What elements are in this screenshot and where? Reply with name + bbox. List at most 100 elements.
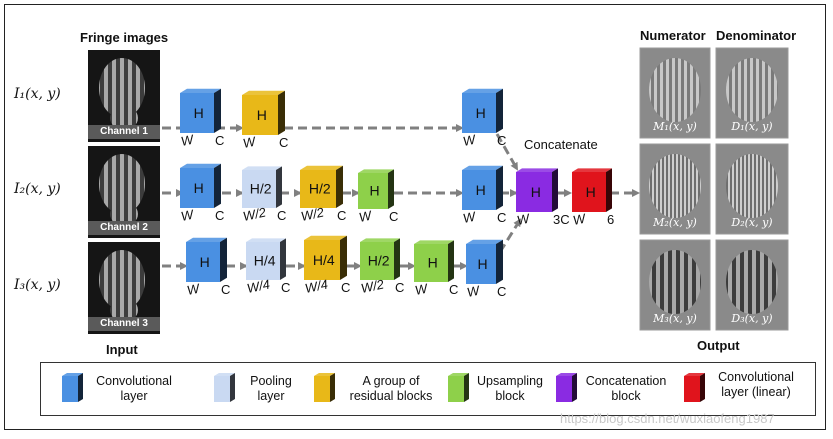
- block-r2-pool-top: [242, 166, 282, 170]
- block-channel-label: C: [215, 208, 224, 223]
- legend-swatch-upsample-side: [464, 373, 469, 402]
- legend-line: Upsampling: [476, 374, 543, 388]
- block-channel-label: 3C: [553, 212, 570, 227]
- legend-line: block: [611, 389, 641, 403]
- block-concat-top: [516, 168, 558, 172]
- block-r2-up-side: [388, 169, 394, 209]
- block-concat: HW 3C: [516, 168, 570, 228]
- block-r3-up1-top: [360, 238, 400, 242]
- block-width-label: W: [186, 280, 203, 298]
- legend-swatch-residual-front: [314, 376, 330, 402]
- block-r1-conv2-top: [462, 88, 503, 93]
- block-width-label: W: [180, 131, 197, 149]
- legend-line: Pooling: [250, 374, 292, 388]
- numerator-label-3: M₃(x, y): [653, 312, 697, 325]
- numerator-label-2: M₂(x, y): [653, 216, 697, 229]
- block-r2-conv1-front: [180, 168, 214, 208]
- block-r3-conv2-top: [466, 239, 503, 244]
- legend-swatch-residual: [314, 373, 335, 402]
- legend-swatch-conv_linear: [684, 373, 705, 402]
- block-concat-front: [516, 172, 552, 212]
- block-channel-label: C: [395, 280, 404, 295]
- block-r2-res-side: [336, 165, 343, 208]
- block-face-label: H: [531, 184, 541, 200]
- legend-residual-text: A group of residual blocks: [336, 374, 446, 404]
- legend-line: Concatenation: [585, 374, 667, 388]
- legend-swatch-pool-side: [230, 373, 235, 402]
- block-r1-res-side: [278, 90, 285, 135]
- block-width-label: W/4: [304, 276, 330, 295]
- denominator-label-2: D₂(x, y): [731, 216, 773, 229]
- legend-swatch-conv-top: [62, 373, 83, 376]
- block-face-label: H/4: [313, 252, 335, 268]
- block-face-label: H: [194, 105, 204, 121]
- block-r3-conv1-top: [186, 237, 227, 242]
- denominator-heading: Denominator: [716, 28, 797, 43]
- legend-swatch-conv: [62, 373, 83, 402]
- block-channel-label: C: [497, 284, 506, 299]
- block-r1-conv2-front: [462, 93, 496, 133]
- legend-swatch-pool-front: [214, 376, 230, 402]
- legend-swatch-upsample-top: [448, 373, 469, 376]
- legend-layer: [62, 373, 705, 402]
- block-channel-label: C: [279, 135, 288, 150]
- block-face-label: H/2: [309, 181, 331, 197]
- block-width-label: W: [242, 133, 259, 151]
- input-var-3: I₃(x, y): [14, 277, 61, 293]
- block-r3-res-front: [304, 240, 340, 280]
- legend-swatch-residual-side: [330, 373, 335, 402]
- block-width-label: W/2: [300, 204, 326, 224]
- block-r3-up2-front: [414, 244, 448, 282]
- block-width-label: W: [414, 280, 431, 298]
- block-face-label: H/2: [368, 253, 390, 269]
- block-channel-label: C: [337, 208, 346, 223]
- block-width-label: W: [180, 206, 197, 224]
- block-r3-conv1-side: [220, 237, 227, 282]
- block-r2-pool-front: [242, 170, 276, 208]
- block-r3-conv2-side: [496, 239, 503, 284]
- block-r3-conv2-front: [466, 244, 496, 284]
- legend-swatch-residual-top: [314, 373, 335, 376]
- block-r3-conv1-front: [186, 242, 220, 282]
- block-r2-conv2-side: [496, 165, 503, 210]
- watermark: https://blog.csdn.net/wuxiaofeng1987: [560, 411, 775, 426]
- legend-line: residual blocks: [349, 389, 433, 403]
- block-face-label: H: [200, 254, 210, 270]
- block-face-label: H: [476, 182, 486, 198]
- block-r3-pool-side: [280, 238, 286, 280]
- legend-swatch-concat-side: [572, 373, 577, 402]
- legend-line: A group of: [362, 374, 420, 388]
- block-r2-up-front: [358, 173, 388, 209]
- block-channel-label: C: [389, 209, 398, 224]
- legend-upsample-text: Upsampling block: [470, 374, 550, 404]
- block-face-label: H: [586, 184, 596, 200]
- channel-label-1: Channel 1: [88, 125, 160, 139]
- output-heading: Output: [697, 338, 740, 353]
- legend-swatch-concat-top: [556, 373, 577, 376]
- block-width-label: W: [466, 282, 483, 300]
- block-final-front: [572, 172, 606, 212]
- channel-label-2: Channel 2: [88, 221, 160, 235]
- block-width-label: W: [516, 210, 533, 228]
- block-r2-pool-side: [276, 166, 282, 208]
- input-heading: Input: [106, 342, 138, 357]
- legend-swatch-upsample-front: [448, 376, 464, 402]
- legend-line: layer: [120, 389, 148, 403]
- block-r1-conv1-front: [180, 93, 214, 133]
- block-channel-label: C: [497, 210, 506, 225]
- legend: [40, 362, 816, 416]
- block-r3-up2-top: [414, 240, 454, 244]
- legend-conv-linear-text: Convolutional layer (linear): [704, 370, 808, 400]
- legend-line: layer (linear): [721, 385, 791, 399]
- block-channel-label: C: [449, 282, 458, 297]
- block-r1-res-front: [242, 95, 278, 135]
